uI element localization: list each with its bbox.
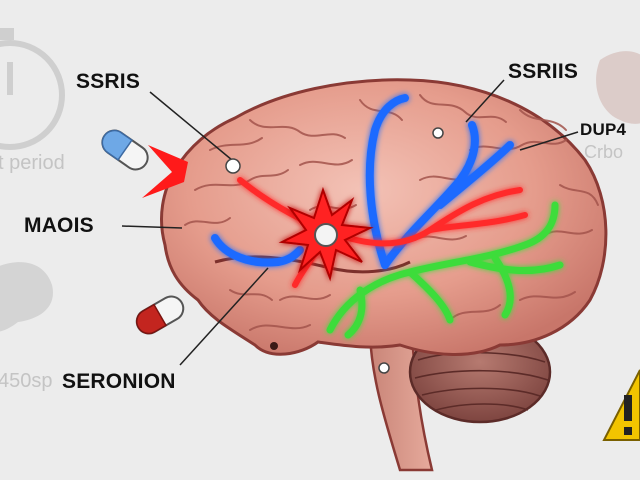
- brain-folds: [184, 94, 599, 331]
- cerebrum: [160, 78, 608, 356]
- capsule-blue-icon: [101, 129, 149, 171]
- stopwatch-icon: [0, 28, 65, 150]
- dark-spot: [270, 342, 278, 350]
- label-dup4: DUP4: [580, 120, 627, 139]
- faint-cyp-text: 450sp: [0, 370, 53, 392]
- blue-pathway: [211, 94, 514, 269]
- faint-crbo-text: Crbo: [584, 142, 624, 162]
- red-pathway: [237, 177, 528, 288]
- liver-icon: [0, 262, 53, 332]
- label-maois: MAOIS: [24, 214, 94, 237]
- stem-node: [378, 362, 390, 374]
- faint-period-text: t period: [0, 152, 65, 174]
- callout-node: [225, 158, 241, 174]
- label-seronion: SERONION: [62, 370, 176, 393]
- green-pathway: [326, 201, 564, 339]
- label-ssris: SSRIS: [76, 70, 141, 93]
- receptor-node: [314, 223, 338, 247]
- warning-icon: [602, 369, 640, 441]
- organ-icon: [596, 51, 640, 124]
- callout-lines: [121, 79, 579, 366]
- red-flash: [142, 145, 188, 198]
- capsule-red-icon: [135, 295, 185, 335]
- callout-node: [432, 127, 444, 139]
- label-ssriis: SSRIIS: [508, 60, 579, 83]
